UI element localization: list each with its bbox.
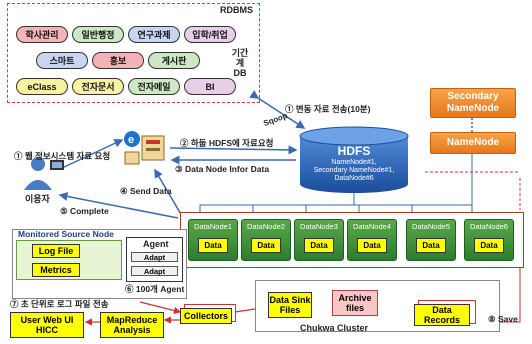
datanode-data: Data bbox=[416, 238, 446, 253]
hdfs-sub-line: DataNode#6 bbox=[334, 175, 374, 182]
annotation-4: ④ Send Data bbox=[120, 186, 172, 196]
db-item: 홍보 bbox=[92, 52, 144, 69]
hdfs-sub-line: Secondary NameNode#1, bbox=[313, 167, 395, 174]
datanode-label: DataNode5 bbox=[412, 222, 450, 231]
datanode-data: Data bbox=[198, 238, 228, 253]
db-item: 연구과제 bbox=[128, 26, 180, 43]
db-item: 전자메일 bbox=[128, 78, 180, 95]
annotation-7: ⑦ 초 단위로 로그 파일 전송 bbox=[10, 299, 109, 309]
namenode: NameNode bbox=[430, 132, 516, 154]
annotation-web: ① 웹 정보시스템 자료 요청 bbox=[14, 151, 111, 161]
db-item: BI bbox=[184, 78, 236, 95]
archive-files-box: Archive files bbox=[332, 290, 378, 316]
hdfs-title: HDFS bbox=[337, 144, 371, 158]
rdbms-label: RDBMS bbox=[220, 5, 253, 15]
adapt-box: Adapt bbox=[131, 252, 178, 262]
data-records-box: Data Records bbox=[414, 304, 470, 326]
annotation-2: ② 하둡 HDFS에 자료요청 bbox=[180, 138, 274, 148]
user-label: 이용자 bbox=[25, 194, 50, 204]
datanode-label: DataNode6 bbox=[470, 222, 508, 231]
db-item: 스마트 bbox=[36, 52, 88, 69]
mapreduce-box: MapReduce Analysis bbox=[100, 312, 164, 338]
db-side-label: 기간계 DB bbox=[231, 48, 249, 78]
agent-label: Agent bbox=[143, 239, 169, 249]
datanode-label: DataNode3 bbox=[300, 222, 338, 231]
db-item: 게시판 bbox=[148, 52, 200, 69]
datanode-data: Data bbox=[251, 238, 281, 253]
datanode-label: DataNode4 bbox=[353, 222, 391, 231]
hdfs-sub-line: NameNode#1, bbox=[331, 159, 377, 166]
log-file-box: Log File bbox=[32, 244, 80, 258]
collectors-box: Collectors bbox=[180, 308, 232, 324]
db-item: 입학/취업 bbox=[184, 26, 236, 43]
db-item: eClass bbox=[16, 78, 68, 95]
user-web-ui-box: User Web UI HICC bbox=[10, 312, 84, 338]
monitored-title: Monitored Source Node bbox=[18, 229, 114, 239]
annotation-5: ⑤ Complete bbox=[60, 206, 109, 216]
rdbms-container: RDBMS bbox=[7, 3, 260, 103]
annotation-8: ⑧ Save bbox=[488, 314, 518, 324]
db-item: 전자문서 bbox=[72, 78, 124, 95]
data-sink-box: Data Sink Files bbox=[268, 292, 312, 318]
datanode-data: Data bbox=[474, 238, 504, 253]
annotation-3: ③ Data Node Infor Data bbox=[175, 164, 270, 174]
db-item: 학사관리 bbox=[16, 26, 68, 43]
secondary-namenode: Secondary NameNode bbox=[430, 88, 516, 118]
datanode-data: Data bbox=[304, 238, 334, 253]
chukwa-label: Chukwa Cluster bbox=[300, 323, 369, 333]
annotation-1: ① 변동 자료 전송(10분) bbox=[285, 104, 371, 114]
svg-text:e: e bbox=[128, 134, 134, 146]
metrics-box: Metrics bbox=[32, 263, 80, 277]
annotation-6: ⑥ 100개 Agent bbox=[125, 284, 185, 294]
db-item: 일반행정 bbox=[72, 26, 124, 43]
datanode-label: DataNode2 bbox=[247, 222, 285, 231]
hdfs-sub: NameNode#1, Secondary NameNode#1, DataNo… bbox=[300, 159, 408, 183]
datanode-label: DataNode1 bbox=[194, 222, 232, 231]
adapt-box: Adapt bbox=[131, 266, 178, 276]
datanode-data: Data bbox=[357, 238, 387, 253]
